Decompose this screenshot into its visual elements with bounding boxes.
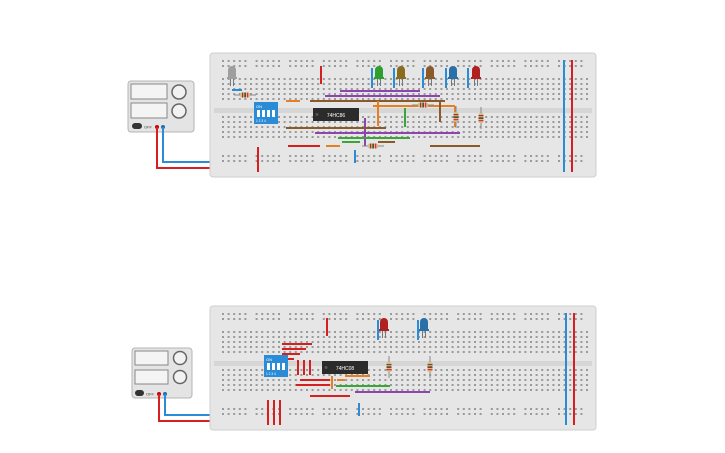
led[interactable] xyxy=(419,318,429,338)
led[interactable] xyxy=(471,66,481,86)
chip-label: 74HC86 xyxy=(327,113,346,119)
led[interactable] xyxy=(448,66,458,86)
led[interactable] xyxy=(374,66,384,86)
led[interactable] xyxy=(425,66,435,86)
resistor[interactable] xyxy=(386,356,392,378)
dip-switch-2[interactable]: ON 1 2 3 4 xyxy=(264,355,288,377)
resistor[interactable] xyxy=(234,92,256,98)
psu-switch-label: OFF xyxy=(144,125,153,130)
psu-switch-label: OFF xyxy=(146,392,155,397)
dip-switch-1[interactable]: ON 1 2 3 4 xyxy=(254,102,278,124)
power-supply-2[interactable]: OFF xyxy=(131,347,193,399)
resistor[interactable] xyxy=(478,107,484,129)
dip-numbers: 1 2 3 4 xyxy=(266,372,276,376)
circuit-1: OFF xyxy=(127,52,597,178)
power-supply-1[interactable]: OFF xyxy=(127,80,195,133)
led[interactable] xyxy=(227,66,237,86)
ic-chip-2[interactable]: 74HC08 xyxy=(322,361,368,374)
resistor[interactable] xyxy=(427,356,433,378)
resistor[interactable] xyxy=(362,143,384,149)
resistor[interactable] xyxy=(453,106,459,128)
breadboard-2 xyxy=(209,305,597,431)
dip-numbers: 1 2 3 4 xyxy=(256,119,266,123)
resistor[interactable] xyxy=(412,102,434,108)
led[interactable] xyxy=(379,318,389,338)
chip-label: 74HC08 xyxy=(336,366,355,372)
led[interactable] xyxy=(396,66,406,86)
dip-on-label: ON xyxy=(256,104,262,109)
ic-chip-1[interactable]: 74HC86 xyxy=(313,108,359,121)
circuit-2: OFF xyxy=(131,305,597,431)
dip-on-label: ON xyxy=(266,357,272,362)
